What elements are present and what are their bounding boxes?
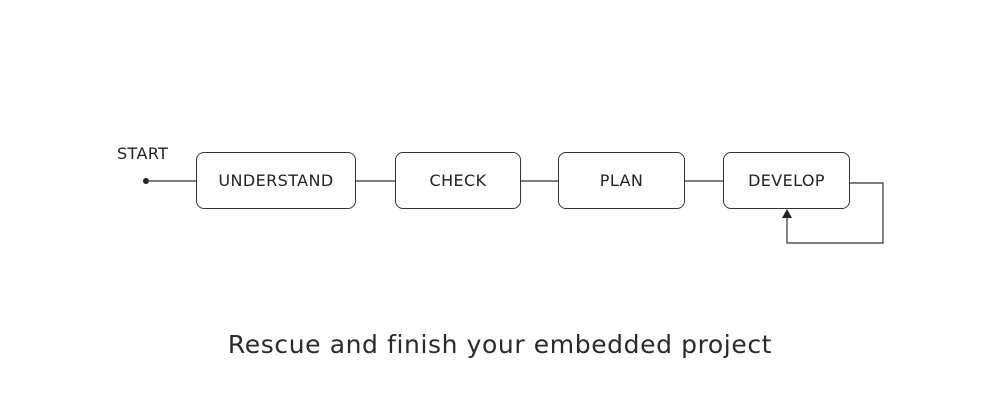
step-understand: UNDERSTAND <box>196 152 356 209</box>
step-label-develop: DEVELOP <box>748 171 825 190</box>
step-label-check: CHECK <box>429 171 487 190</box>
loop-arrowhead-icon <box>782 209 792 218</box>
step-develop: DEVELOP <box>723 152 850 209</box>
step-plan: PLAN <box>558 152 685 209</box>
start-label: START <box>117 144 169 163</box>
diagram-caption: Rescue and finish your embedded project <box>227 330 773 359</box>
step-check: CHECK <box>395 152 521 209</box>
step-label-plan: PLAN <box>599 171 644 190</box>
develop-loop-connector <box>786 182 884 244</box>
step-label-understand: UNDERSTAND <box>218 171 334 190</box>
